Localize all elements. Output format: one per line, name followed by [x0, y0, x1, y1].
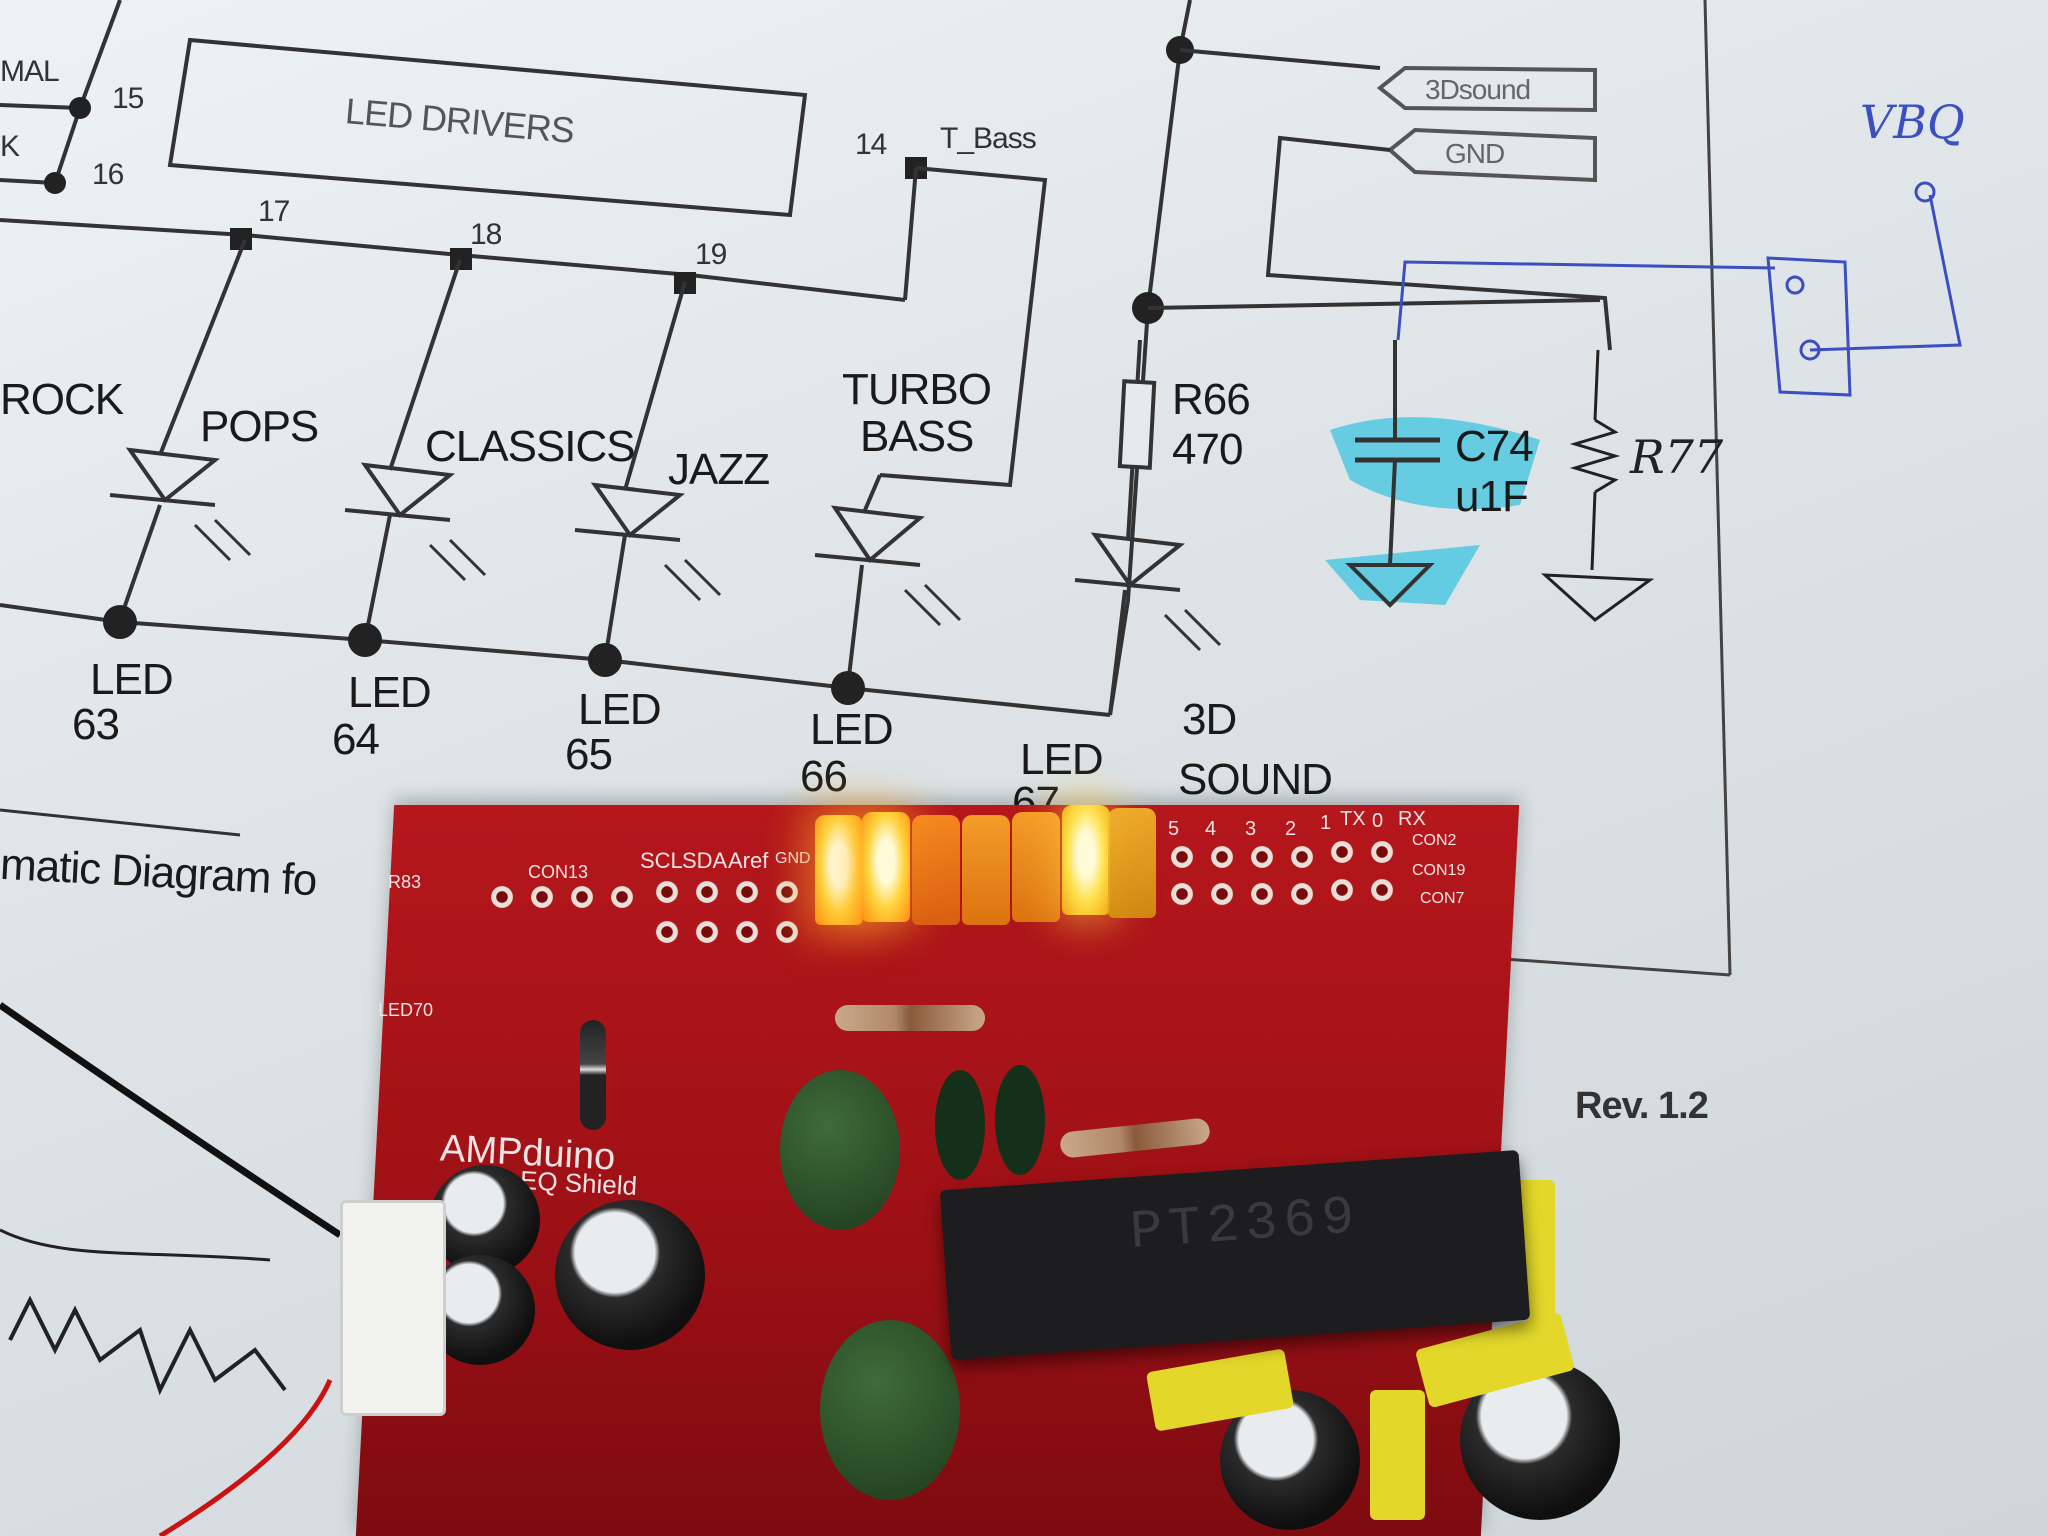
pin-16-label: 16 — [92, 158, 124, 191]
mode-jazz-label: JAZZ — [668, 445, 770, 494]
pcb-pad — [695, 920, 719, 944]
pcb-pad — [1250, 882, 1274, 906]
pcb-pad — [570, 885, 594, 909]
transistor — [995, 1065, 1045, 1175]
pcb-con13: CON13 — [528, 862, 589, 882]
pcb-pad — [1330, 878, 1354, 902]
c74-name-label: C74 — [1455, 422, 1534, 471]
yellow-capacitor — [1370, 1390, 1425, 1520]
pcb-aref-label: Aref — [728, 848, 769, 873]
pcb-ref-led70: LED70 — [378, 1000, 434, 1020]
led-dim-5 — [1012, 812, 1060, 922]
diode — [580, 1020, 606, 1130]
pcb-scl-label: SCL — [640, 848, 683, 873]
pcb-pin-3: 3 — [1245, 818, 1257, 840]
pcb-pad — [1210, 882, 1234, 906]
pcb-pad — [775, 880, 799, 904]
r66-name-label: R66 — [1172, 375, 1251, 424]
pcb-pad — [530, 885, 554, 909]
pcb-sda-label: SDA — [682, 848, 728, 873]
handwritten-vbq: VBQ — [1860, 95, 1965, 149]
pcb-subtitle: EQ Shield — [519, 1164, 638, 1202]
led-lit-6 — [1062, 805, 1110, 915]
pcb-pad — [610, 885, 634, 909]
led-lit-2 — [862, 812, 910, 922]
pcb-con19: CON19 — [1412, 862, 1466, 879]
led-dim-7 — [1108, 808, 1156, 918]
pcb-pad — [1210, 845, 1234, 869]
3d-sound-line-2: SOUND — [1178, 755, 1333, 804]
pin-14-label: 14 — [855, 128, 887, 161]
led-lit-1 — [815, 815, 863, 925]
pcb-pad — [1370, 840, 1394, 864]
3d-sound-line-1: 3D — [1182, 695, 1237, 744]
pcb-con7: CON7 — [1420, 890, 1465, 907]
mode-bass-label: BASS — [860, 412, 974, 461]
pcb-pad — [1370, 878, 1394, 902]
led-65-word: LED — [578, 685, 662, 734]
mode-pops-label: POPS — [200, 402, 319, 451]
led-64-number: 64 — [332, 715, 380, 764]
pin-18 — [450, 248, 472, 270]
mode-turbo-label: TURBO — [842, 365, 992, 414]
pcb-pad — [1170, 882, 1194, 906]
pcb-con2: CON2 — [1412, 832, 1457, 849]
pcb-pin-5: 5 — [1168, 818, 1180, 840]
left-partial-label-1: MAL — [0, 55, 60, 88]
led-67-word: LED — [1020, 735, 1104, 784]
pcb-pin-tx: TX — [1340, 808, 1366, 830]
handwritten-r77: R77 — [1630, 430, 1724, 484]
c74-value-label: u1F — [1455, 472, 1529, 521]
pcb-pad — [1290, 882, 1314, 906]
led-64-word: LED — [348, 668, 432, 717]
pcb-pin-2: 2 — [1285, 818, 1297, 840]
left-partial-label-2: K — [0, 130, 20, 163]
white-connector — [340, 1200, 446, 1416]
mode-classics-label: CLASSICS — [425, 422, 636, 471]
led-66-word: LED — [810, 705, 894, 754]
pcb-ref-r83: R83 — [388, 872, 422, 892]
pcb-pin-1: 1 — [1320, 812, 1332, 834]
pin-17 — [230, 228, 252, 250]
led-65-number: 65 — [565, 730, 613, 779]
revision-label: Rev. 1.2 — [1575, 1085, 1709, 1127]
pcb-pad — [1170, 845, 1194, 869]
pcb-pad — [655, 920, 679, 944]
pcb-pad — [1290, 845, 1314, 869]
r66-value-label: 470 — [1172, 425, 1243, 474]
pcb-gnd-label: GND — [775, 850, 811, 867]
pcb-pad — [735, 880, 759, 904]
pin-17-label: 17 — [258, 195, 290, 228]
pcb-pad — [1330, 840, 1354, 864]
pcb-pad — [775, 920, 799, 944]
led-66-number: 66 — [800, 752, 848, 801]
led-dim-3 — [912, 815, 960, 925]
green-capacitor — [820, 1320, 960, 1500]
mode-rock-label: ROCK — [0, 375, 124, 424]
connector-gnd-label: GND — [1445, 138, 1505, 169]
pcb-pad — [490, 885, 514, 909]
pcb-pad — [1250, 845, 1274, 869]
t-bass-label: T_Bass — [940, 122, 1037, 155]
pin-19-label: 19 — [695, 238, 727, 271]
led-drivers-box — [167, 37, 808, 218]
resistor — [835, 1005, 985, 1031]
led-63-word: LED — [90, 655, 174, 704]
pcb-pin-4: 4 — [1205, 818, 1217, 840]
pcb-pad — [735, 920, 759, 944]
electrolytic-capacitor — [555, 1200, 705, 1350]
led-63-number: 63 — [72, 700, 120, 749]
pcb-pin-0: 0 — [1372, 810, 1384, 832]
green-capacitor — [780, 1070, 900, 1230]
connector-3dsound-label: 3Dsound — [1425, 74, 1531, 105]
pcb-pad — [695, 880, 719, 904]
led-dim-4 — [962, 815, 1010, 925]
pin-18-label: 18 — [470, 218, 502, 251]
pcb-pad — [655, 880, 679, 904]
pin-15-label: 15 — [112, 82, 144, 115]
transistor — [935, 1070, 985, 1180]
pcb-pin-rx: RX — [1398, 808, 1426, 830]
